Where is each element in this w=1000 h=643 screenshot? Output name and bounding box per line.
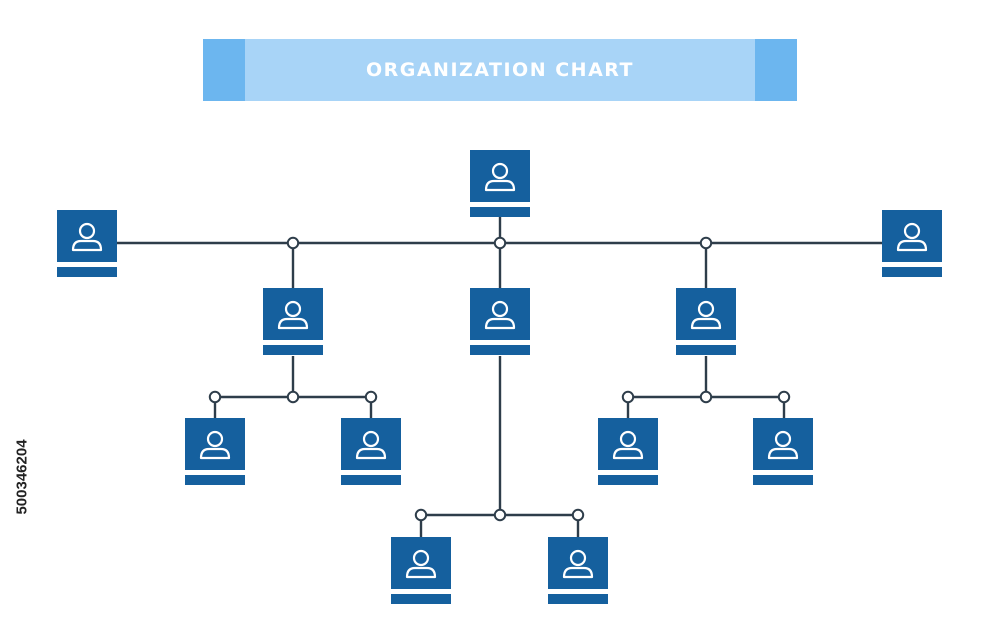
junction-dot bbox=[286, 236, 300, 250]
node-name-bar bbox=[263, 345, 323, 355]
node-card bbox=[676, 288, 736, 340]
org-node-branch-center bbox=[470, 288, 530, 355]
org-node-left-wing bbox=[57, 210, 117, 277]
node-card bbox=[57, 210, 117, 262]
person-icon bbox=[277, 300, 309, 330]
node-card bbox=[470, 288, 530, 340]
node-card bbox=[391, 537, 451, 589]
junction-dot bbox=[621, 390, 635, 404]
person-icon bbox=[690, 300, 722, 330]
org-node-left-child-2 bbox=[341, 418, 401, 485]
org-node-branch-right bbox=[676, 288, 736, 355]
junction-dot bbox=[571, 508, 585, 522]
node-name-bar bbox=[341, 475, 401, 485]
org-node-branch-left bbox=[263, 288, 323, 355]
junction-dot bbox=[286, 390, 300, 404]
node-name-bar bbox=[470, 345, 530, 355]
node-card bbox=[753, 418, 813, 470]
org-node-left-child-1 bbox=[185, 418, 245, 485]
person-icon bbox=[355, 430, 387, 460]
node-name-bar bbox=[470, 207, 530, 217]
person-icon bbox=[767, 430, 799, 460]
banner-right-cap bbox=[755, 39, 797, 101]
junction-dot bbox=[364, 390, 378, 404]
node-name-bar bbox=[753, 475, 813, 485]
node-name-bar bbox=[882, 267, 942, 277]
person-icon bbox=[896, 222, 928, 252]
junction-dot bbox=[493, 236, 507, 250]
person-icon bbox=[405, 549, 437, 579]
node-name-bar bbox=[391, 594, 451, 604]
org-node-right-child-2 bbox=[753, 418, 813, 485]
person-icon bbox=[484, 162, 516, 192]
person-icon bbox=[484, 300, 516, 330]
org-node-center-child-2 bbox=[548, 537, 608, 604]
node-name-bar bbox=[676, 345, 736, 355]
node-name-bar bbox=[598, 475, 658, 485]
person-icon bbox=[199, 430, 231, 460]
junction-dot bbox=[777, 390, 791, 404]
org-node-root bbox=[470, 150, 530, 217]
node-name-bar bbox=[185, 475, 245, 485]
connector-lines bbox=[117, 216, 882, 537]
junction-dot bbox=[208, 390, 222, 404]
node-card bbox=[341, 418, 401, 470]
node-card bbox=[548, 537, 608, 589]
org-node-right-child-1 bbox=[598, 418, 658, 485]
org-node-center-child-1 bbox=[391, 537, 451, 604]
node-name-bar bbox=[57, 267, 117, 277]
person-icon bbox=[71, 222, 103, 252]
junction-dot bbox=[699, 390, 713, 404]
junction-dot bbox=[414, 508, 428, 522]
node-card bbox=[882, 210, 942, 262]
junction-dots bbox=[208, 236, 791, 522]
node-card bbox=[263, 288, 323, 340]
chart-title: ORGANIZATION CHART bbox=[365, 59, 635, 81]
junction-dot bbox=[699, 236, 713, 250]
person-icon bbox=[562, 549, 594, 579]
node-name-bar bbox=[548, 594, 608, 604]
junction-dot bbox=[493, 508, 507, 522]
org-node-right-wing bbox=[882, 210, 942, 277]
person-icon bbox=[612, 430, 644, 460]
node-card bbox=[470, 150, 530, 202]
title-banner: ORGANIZATION CHART bbox=[203, 39, 797, 101]
banner-left-cap bbox=[203, 39, 245, 101]
node-card bbox=[598, 418, 658, 470]
node-card bbox=[185, 418, 245, 470]
